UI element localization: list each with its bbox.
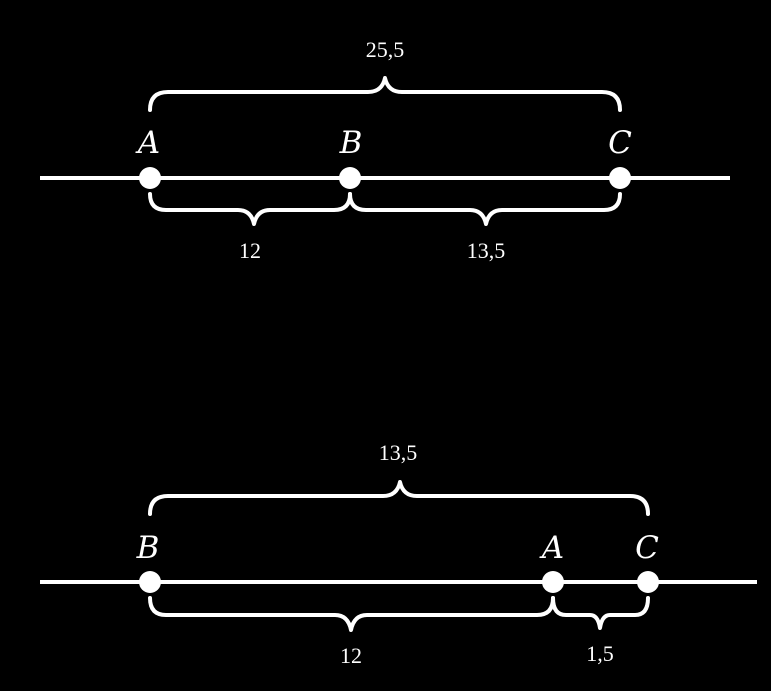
diagram-1: 25,5 12 13,5 A B C [40, 37, 730, 263]
diagram-1-point-b [339, 167, 361, 189]
diagram-2-left-brace [148, 596, 555, 632]
diagram-1-point-a [139, 167, 161, 189]
diagram-2-right-brace [551, 596, 650, 630]
diagram-2-point-a [542, 571, 564, 593]
diagram-2-point-b [139, 571, 161, 593]
diagram-2-point-b-label: B [136, 530, 160, 566]
diagram-2-point-c-label: C [635, 530, 659, 566]
diagram-1-total-brace [148, 76, 622, 112]
diagram-1-total-length: 25,5 [366, 37, 405, 62]
diagram-1-left-length: 12 [239, 238, 261, 263]
diagram-1-right-length: 13,5 [467, 238, 506, 263]
diagram-2: 13,5 12 1,5 B A C [40, 440, 757, 668]
diagram-1-right-brace [348, 192, 622, 226]
diagram-2-right-length: 1,5 [586, 641, 614, 666]
diagram-1-point-b-label: B [339, 125, 363, 161]
diagram-1-point-c-label: C [608, 125, 632, 161]
diagram-2-total-brace [148, 480, 650, 516]
diagram-2-point-c [637, 571, 659, 593]
diagram-1-left-brace [148, 192, 352, 226]
diagram-2-total-length: 13,5 [379, 440, 418, 465]
diagram-2-left-length: 12 [340, 643, 362, 668]
diagram-2-point-a-label: A [539, 530, 564, 566]
diagram-1-point-a-label: A [135, 125, 160, 161]
diagram-1-point-c [609, 167, 631, 189]
